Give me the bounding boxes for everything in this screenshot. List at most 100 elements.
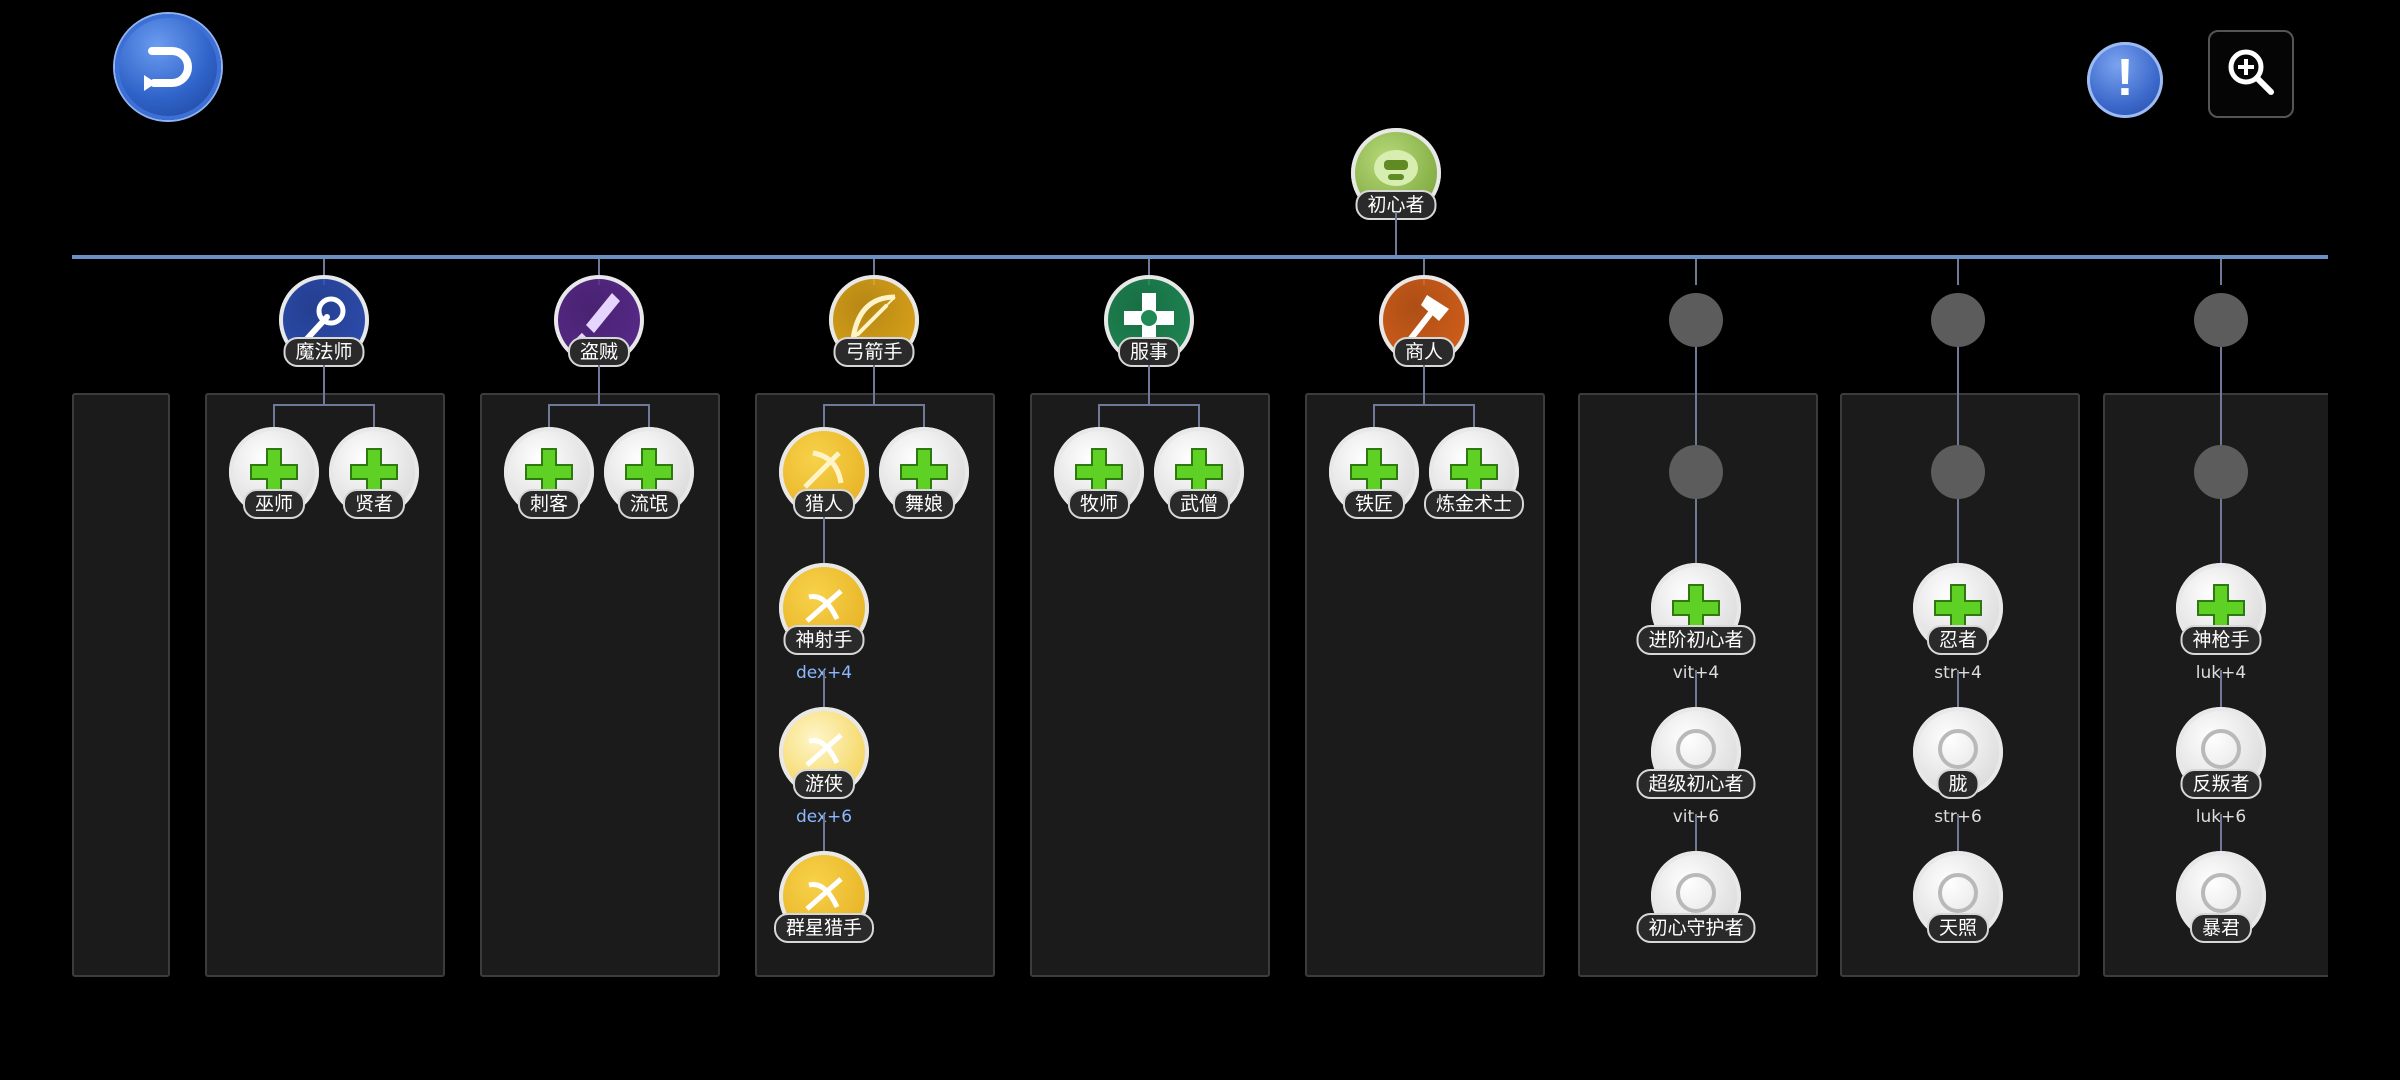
locked-class-icon — [1931, 445, 1985, 499]
connector-line — [274, 404, 374, 406]
branch-node[interactable]: 商人 — [1379, 275, 1469, 367]
subclass-node[interactable]: 武僧 — [1154, 427, 1244, 519]
branch-connector — [1957, 259, 1959, 285]
connector-line — [2220, 347, 2222, 447]
class-label: 刺客 — [517, 489, 581, 519]
connector-line — [823, 517, 825, 565]
connector-line — [823, 670, 825, 707]
class-label: 舞娘 — [892, 489, 956, 519]
connector-line — [823, 404, 825, 430]
advanced-class-node[interactable]: 天照 — [1913, 851, 2003, 943]
connector-line — [2220, 814, 2222, 851]
connector-line — [1099, 404, 1199, 406]
class-label: 牧师 — [1067, 489, 1131, 519]
class-label: 服事 — [1117, 337, 1181, 367]
locked-class-icon — [2194, 445, 2248, 499]
branch-connector — [873, 259, 875, 285]
class-label: 盗贼 — [567, 337, 631, 367]
connector-line — [1098, 404, 1100, 430]
connector-line — [598, 365, 600, 405]
class-label: 猎人 — [792, 489, 856, 519]
advanced-class-node[interactable]: 游侠dex+6 — [779, 707, 869, 827]
class-label: 神射手 — [783, 625, 865, 655]
subclass-node[interactable]: 流氓 — [604, 427, 694, 519]
class-label: 胧 — [1936, 769, 1980, 799]
connector-line — [1695, 670, 1697, 707]
branch-node[interactable]: 魔法师 — [279, 275, 369, 367]
connector-line — [1695, 347, 1697, 447]
advanced-class-node[interactable]: 神射手dex+4 — [779, 563, 869, 683]
advanced-class-node[interactable]: 反叛者luk+6 — [2176, 707, 2266, 827]
connector-line — [873, 365, 875, 405]
root-node[interactable]: 初心者 — [1351, 128, 1441, 220]
back-button[interactable] — [115, 14, 221, 120]
class-label: 暴君 — [2189, 913, 2253, 943]
advanced-class-node[interactable]: 胧str+6 — [1913, 707, 2003, 827]
class-label: 贤者 — [342, 489, 406, 519]
connector-line — [1695, 499, 1697, 565]
connector-line — [1198, 404, 1200, 430]
class-label: 魔法师 — [283, 337, 365, 367]
class-label: 炼金术士 — [1423, 489, 1525, 519]
class-label: 商人 — [1392, 337, 1456, 367]
connector-line — [1957, 814, 1959, 851]
subclass-node[interactable]: 猎人 — [779, 427, 869, 519]
advanced-class-node[interactable]: 暴君 — [2176, 851, 2266, 943]
class-label: 流氓 — [617, 489, 681, 519]
back-arrow-icon — [144, 47, 192, 91]
class-label: 进阶初心者 — [1636, 625, 1756, 655]
branch-node[interactable]: 服事 — [1104, 275, 1194, 367]
connector-line — [1423, 365, 1425, 405]
connector-line — [323, 365, 325, 405]
connector-line — [1957, 670, 1959, 707]
class-emblem-icon — [1913, 707, 2003, 797]
subclass-node[interactable]: 舞娘 — [879, 427, 969, 519]
class-label: 天照 — [1926, 913, 1990, 943]
class-label: 反叛者 — [2180, 769, 2262, 799]
connector-line — [1373, 404, 1375, 430]
subclass-node[interactable]: 铁匠 — [1329, 427, 1419, 519]
class-tree: 十字军魔法师巫师贤者盗贼刺客流氓弓箭手猎人舞娘神射手dex+4游侠dex+6群星… — [72, 0, 2328, 1000]
connector-line — [1957, 499, 1959, 565]
branch-connector — [1695, 259, 1697, 285]
locked-branch-icon — [1931, 293, 1985, 347]
class-label: 群星猎手 — [773, 913, 875, 943]
subclass-node[interactable]: 贤者 — [329, 427, 419, 519]
connector-line — [1374, 404, 1474, 406]
subclass-node[interactable]: 炼金术士 — [1423, 427, 1525, 519]
info-button[interactable]: ! — [2087, 42, 2163, 118]
connector-line — [923, 404, 925, 430]
advanced-class-node[interactable]: 神枪手luk+4 — [2176, 563, 2266, 683]
class-label: 铁匠 — [1342, 489, 1406, 519]
class-label: 超级初心者 — [1636, 769, 1756, 799]
advanced-class-node[interactable]: 初心守护者 — [1636, 851, 1756, 943]
class-panel — [72, 393, 170, 977]
advanced-class-node[interactable]: 超级初心者vit+6 — [1636, 707, 1756, 827]
class-label: 武僧 — [1167, 489, 1231, 519]
connector-line — [2220, 670, 2222, 707]
advanced-class-node[interactable]: 群星猎手 — [773, 851, 875, 943]
branch-node[interactable]: 盗贼 — [554, 275, 644, 367]
locked-branch-icon — [2194, 293, 2248, 347]
tree-main-line — [72, 255, 2328, 259]
connector-line — [1957, 347, 1959, 447]
zoom-button[interactable] — [2208, 30, 2294, 118]
advanced-class-node[interactable]: 进阶初心者vit+4 — [1636, 563, 1756, 683]
connector-line — [549, 404, 649, 406]
connector-line — [648, 404, 650, 430]
branch-connector — [2220, 259, 2222, 285]
connector-line — [373, 404, 375, 430]
class-label: 初心守护者 — [1636, 913, 1756, 943]
advanced-class-node[interactable]: 忍者str+4 — [1913, 563, 2003, 683]
connector-line — [548, 404, 550, 430]
connector-line — [1473, 404, 1475, 430]
branch-connector — [1423, 259, 1425, 285]
branch-node[interactable]: 弓箭手 — [829, 275, 919, 367]
root-connector — [1395, 212, 1397, 256]
class-label: 神枪手 — [2180, 625, 2262, 655]
info-label: ! — [2116, 49, 2134, 107]
subclass-node[interactable]: 刺客 — [504, 427, 594, 519]
connector-line — [2220, 499, 2222, 565]
subclass-node[interactable]: 牧师 — [1054, 427, 1144, 519]
subclass-node[interactable]: 巫师 — [229, 427, 319, 519]
